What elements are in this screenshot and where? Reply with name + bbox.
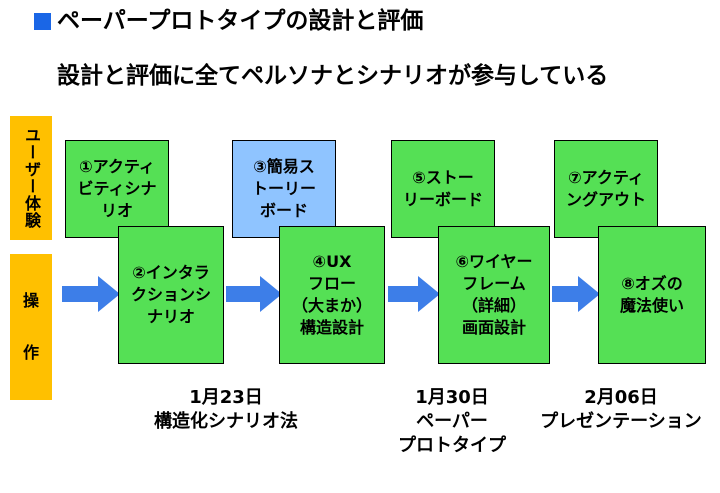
step-4-ux-flow: ④UX フロー （大まか） 構造設計 — [279, 226, 385, 364]
step-3-label: ③簡易ス トーリー ボード — [251, 157, 316, 220]
row-label-user-experience-text: ユーザー体験 — [22, 127, 41, 229]
arrow-2 — [226, 276, 282, 312]
step-3-simple-storyboard: ③簡易ス トーリー ボード — [232, 140, 336, 238]
page-title: ペーパープロトタイプの設計と評価 — [57, 8, 424, 34]
row-label-operation: 操 作 — [10, 254, 52, 400]
page-subtitle: 設計と評価に全てペルソナとシナリオが参与している — [57, 63, 609, 89]
arrow-3-shape — [388, 276, 440, 312]
step-7-label: ⑦アクティ ングアウト — [565, 168, 646, 209]
date-label-3: 2月06日 プレゼンテーション — [540, 387, 702, 432]
date-label-1: 1月23日 構造化シナリオ法 — [154, 387, 298, 432]
step-1-label: ①アクティ ビティシナ リオ — [77, 157, 157, 220]
arrow-3 — [388, 276, 440, 312]
step-2-interaction-scenario: ②インタラ クションシ ナリオ — [118, 226, 224, 364]
arrow-4 — [552, 276, 600, 312]
row-label-operation-char-2: 作 — [22, 343, 39, 362]
arrow-2-shape — [226, 276, 282, 312]
arrow-1-shape — [62, 276, 120, 312]
step-8-label: ⑧オズの 魔法使い — [619, 274, 684, 315]
step-1-activity-scenario: ①アクティ ビティシナ リオ — [65, 140, 169, 238]
title-marker — [34, 13, 51, 30]
step-8-wizard-of-oz: ⑧オズの 魔法使い — [598, 226, 706, 364]
step-5-label: ⑤ストー リーボード — [402, 168, 483, 209]
row-label-user-experience: ユーザー体験 — [10, 116, 52, 240]
step-7-acting-out: ⑦アクティ ングアウト — [554, 140, 658, 238]
step-6-label: ⑥ワイヤー フレーム （詳細） 画面設計 — [455, 252, 533, 337]
arrow-1 — [62, 276, 120, 312]
arrow-4-shape — [552, 276, 600, 312]
step-6-wireframe: ⑥ワイヤー フレーム （詳細） 画面設計 — [438, 226, 550, 364]
step-2-label: ②インタラ クションシ ナリオ — [130, 263, 211, 326]
row-label-operation-char-1: 操 — [22, 291, 39, 310]
step-4-label: ④UX フロー （大まか） 構造設計 — [291, 252, 372, 337]
date-label-2: 1月30日 ペーパー プロトタイプ — [398, 387, 506, 456]
step-5-storyboard: ⑤ストー リーボード — [391, 140, 495, 238]
